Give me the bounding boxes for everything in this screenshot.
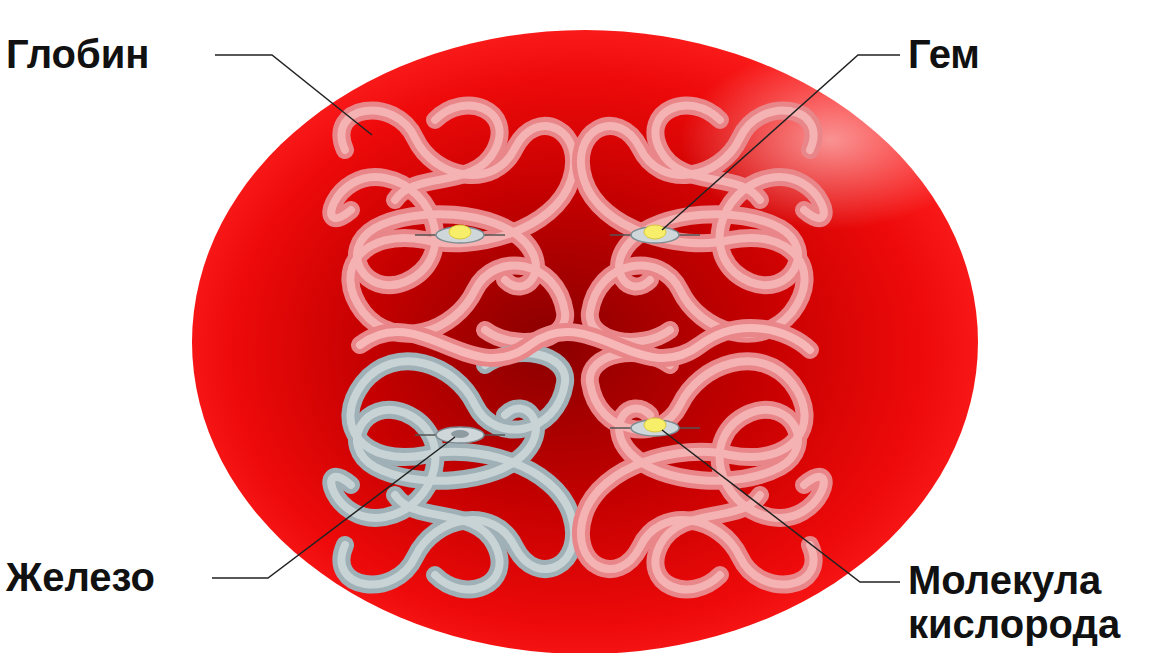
heme-group: [415, 225, 700, 443]
part-label: Молекула кислорода: [908, 558, 1163, 646]
part-label: Глобин: [6, 32, 149, 76]
globin-twist: [360, 328, 810, 358]
part-label: Железо: [6, 555, 155, 599]
globin-chain: [581, 106, 824, 342]
part-label: Гем: [908, 32, 980, 76]
globin-chain: [331, 106, 574, 342]
globin-chain: [331, 353, 574, 589]
globin-chain: [581, 353, 824, 589]
leader-lines: [212, 55, 900, 582]
